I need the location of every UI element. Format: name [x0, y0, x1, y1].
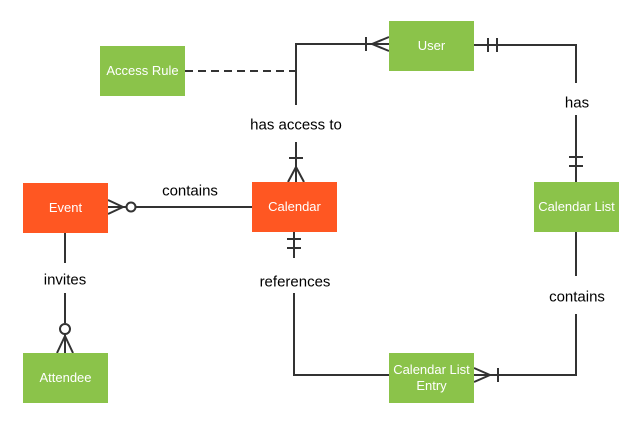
- edge-user-has-calendar-list: [474, 38, 583, 182]
- edge-label-has: has: [561, 94, 593, 112]
- edge-user-has-access-to-calendar: [287, 36, 390, 183]
- tick-crows-foot-one-or-many-icon: [365, 36, 390, 52]
- entity-calendar-list[interactable]: Calendar List: [534, 182, 619, 232]
- double-tick-one-and-only-one-icon: [287, 238, 301, 249]
- edge-label-references: references: [256, 273, 334, 291]
- double-tick-one-and-only-one-icon: [487, 38, 498, 52]
- entity-calendar-list-entry[interactable]: Calendar List Entry: [389, 353, 474, 403]
- entity-calendar[interactable]: Calendar: [252, 182, 337, 232]
- edge-label-has-access-to: has access to: [247, 116, 345, 134]
- entity-attendee[interactable]: Attendee: [23, 353, 108, 403]
- crows-foot-zero-or-many-icon: [107, 199, 137, 215]
- double-tick-one-and-only-one-icon: [569, 156, 583, 167]
- edge-label-invites: invites: [40, 271, 90, 289]
- edge-event-contains-calendar: [107, 199, 252, 215]
- edge-calendar-references-entry: [287, 232, 389, 376]
- edge-label-contains: contains: [159, 182, 221, 200]
- edge-event-invites-attendee: [56, 233, 74, 354]
- crows-foot-zero-or-many-icon: [56, 323, 74, 354]
- entity-event[interactable]: Event: [23, 183, 108, 233]
- entity-access-rule[interactable]: Access Rule: [100, 46, 185, 96]
- edge-calendar-list-contains-entry: [473, 232, 577, 383]
- tick-crows-foot-one-or-many-icon: [287, 157, 305, 183]
- entity-user[interactable]: User: [389, 21, 474, 71]
- edge-label-contains: contains: [546, 288, 608, 306]
